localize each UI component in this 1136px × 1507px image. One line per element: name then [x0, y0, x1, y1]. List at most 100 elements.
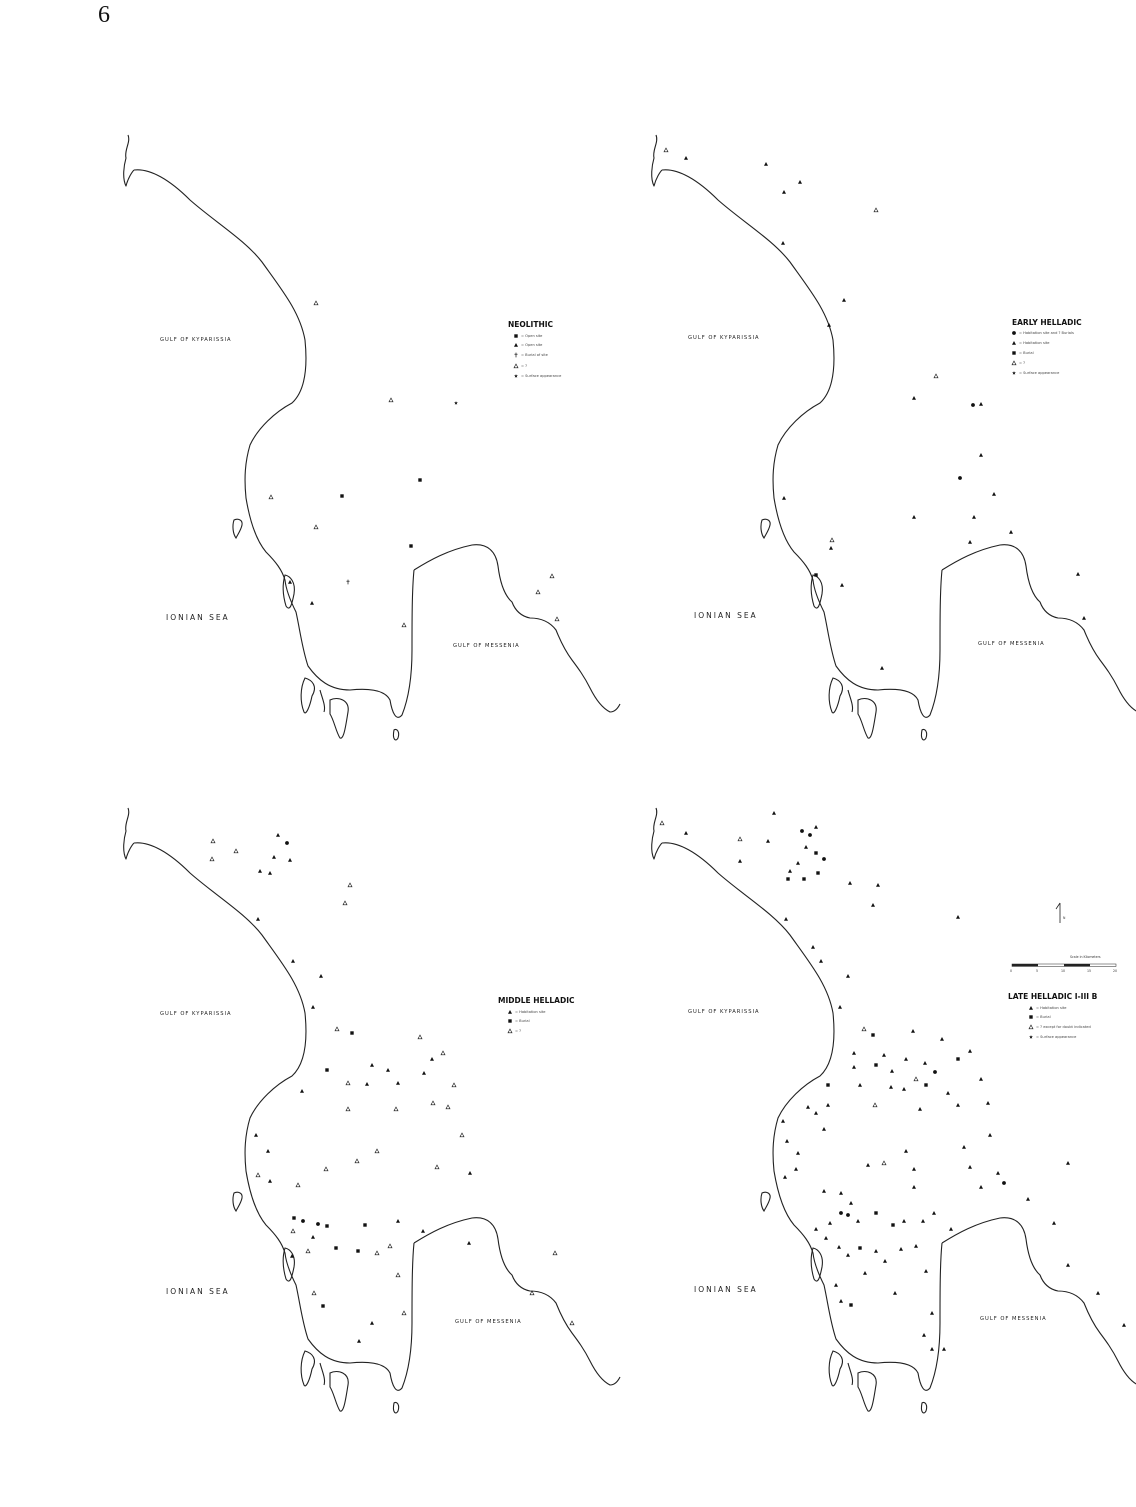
site-marker-tri — [370, 1063, 374, 1067]
site-marker-open — [374, 1250, 380, 1256]
site-marker-open — [829, 537, 835, 543]
site-marker-tri — [796, 861, 800, 865]
legend-triangle-icon — [514, 343, 518, 347]
site-marker-tri — [822, 1189, 826, 1193]
site-marker-tri — [422, 1071, 426, 1075]
site-marker-open — [295, 1182, 301, 1188]
site-marker-tri — [882, 1053, 886, 1057]
site-marker-open — [345, 1080, 351, 1086]
site-marker-open — [401, 622, 407, 628]
site-marker-circ — [800, 829, 804, 833]
site-marker-tri — [814, 1227, 818, 1231]
site-marker-open — [445, 1104, 451, 1110]
site-marker-open — [663, 147, 669, 153]
site-marker-tri — [880, 666, 884, 670]
site-marker-tri — [979, 402, 983, 406]
legend: LATE HELLADIC I-III B = Habitation site … — [1008, 992, 1098, 1039]
site-marker-tri — [824, 1236, 828, 1240]
site-marker-open — [387, 1243, 393, 1249]
site-marker-tri — [871, 903, 875, 907]
site-marker-tri — [986, 1101, 990, 1105]
site-marker-tri — [922, 1333, 926, 1337]
site-marker-tri — [962, 1145, 966, 1149]
site-marker-tri — [468, 1171, 472, 1175]
site-marker-open — [334, 1026, 340, 1032]
legend-title: NEOLITHIC — [508, 320, 554, 329]
site-marker-open — [549, 573, 555, 579]
site-marker-tri — [268, 871, 272, 875]
coastline — [651, 807, 1136, 1414]
site-marker-tri — [806, 1105, 810, 1109]
site-marker-sq — [814, 851, 818, 855]
legend-open-icon — [507, 1028, 513, 1034]
site-marker-sq — [363, 1223, 367, 1227]
site-marker-tri — [1076, 572, 1080, 576]
site-marker-open — [440, 1050, 446, 1056]
site-marker-tri — [421, 1229, 425, 1233]
legend-open-icon — [513, 363, 519, 369]
site-marker-open — [417, 1034, 423, 1040]
site-marker-tri — [876, 883, 880, 887]
legend-item: = ? except for doubt indicated — [1036, 1025, 1091, 1029]
site-marker-star — [454, 401, 458, 405]
site-marker-tri — [828, 1221, 832, 1225]
site-marker-open — [430, 1100, 436, 1106]
site-marker-open — [933, 373, 939, 379]
site-marker-sq — [858, 1246, 862, 1250]
site-marker-tri — [272, 855, 276, 859]
site-marker-tri — [949, 1227, 953, 1231]
legend-item: = Burial — [1036, 1015, 1051, 1019]
site-marker-tri — [288, 858, 292, 862]
site-marker-open — [451, 1082, 457, 1088]
site-marker-sq — [350, 1031, 354, 1035]
site-marker-tri — [782, 190, 786, 194]
legend-item: = Open site — [521, 334, 543, 338]
site-marker-tri — [940, 1037, 944, 1041]
site-marker-tri — [956, 915, 960, 919]
site-marker-tri — [863, 1271, 867, 1275]
site-marker-tri — [932, 1211, 936, 1215]
legend-star-icon — [514, 374, 518, 378]
site-marker-circ — [971, 403, 975, 407]
site-marker-tri — [782, 496, 786, 500]
site-markers — [663, 147, 1086, 670]
site-marker-tri — [785, 1139, 789, 1143]
site-marker-tri — [968, 540, 972, 544]
site-marker-tri — [300, 1089, 304, 1093]
scale-tick: 15 — [1087, 969, 1091, 973]
site-marker-tri — [814, 825, 818, 829]
scale-caption: Scale in Kilometers — [1070, 955, 1101, 959]
site-marker-circ — [808, 833, 812, 837]
page-number: 6 — [98, 2, 110, 28]
site-marker-tri — [912, 515, 916, 519]
site-marker-tri — [988, 1133, 992, 1137]
site-marker-open — [323, 1166, 329, 1172]
site-marker-open — [881, 1160, 887, 1166]
site-marker-tri — [1122, 1323, 1126, 1327]
site-marker-tri — [738, 859, 742, 863]
site-marker-tri — [852, 1051, 856, 1055]
site-marker-tri — [942, 1347, 946, 1351]
site-marker-open — [311, 1290, 317, 1296]
site-markers — [659, 811, 1126, 1351]
site-marker-tri — [784, 917, 788, 921]
site-marker-tri — [921, 1219, 925, 1223]
site-marker-tri — [396, 1081, 400, 1085]
site-marker-sq — [325, 1068, 329, 1072]
site-marker-tri — [972, 515, 976, 519]
label-ionian-sea: IONIAN SEA — [166, 1287, 230, 1296]
site-marker-open — [535, 589, 541, 595]
legend-star-icon — [1012, 371, 1016, 375]
site-marker-open — [313, 524, 319, 530]
site-marker-tri — [842, 298, 846, 302]
label-gulf-kyparissia: GULF OF KYPARISSIA — [688, 335, 760, 341]
site-marker-open — [209, 856, 215, 862]
site-marker-sq — [409, 544, 413, 548]
legend-square-icon — [514, 334, 518, 338]
site-marker-tri — [772, 811, 776, 815]
site-marker-open — [459, 1132, 465, 1138]
site-marker-open — [393, 1106, 399, 1112]
legend-item: = ? — [521, 364, 527, 368]
site-marker-tri — [814, 1111, 818, 1115]
site-marker-tri — [852, 1065, 856, 1069]
